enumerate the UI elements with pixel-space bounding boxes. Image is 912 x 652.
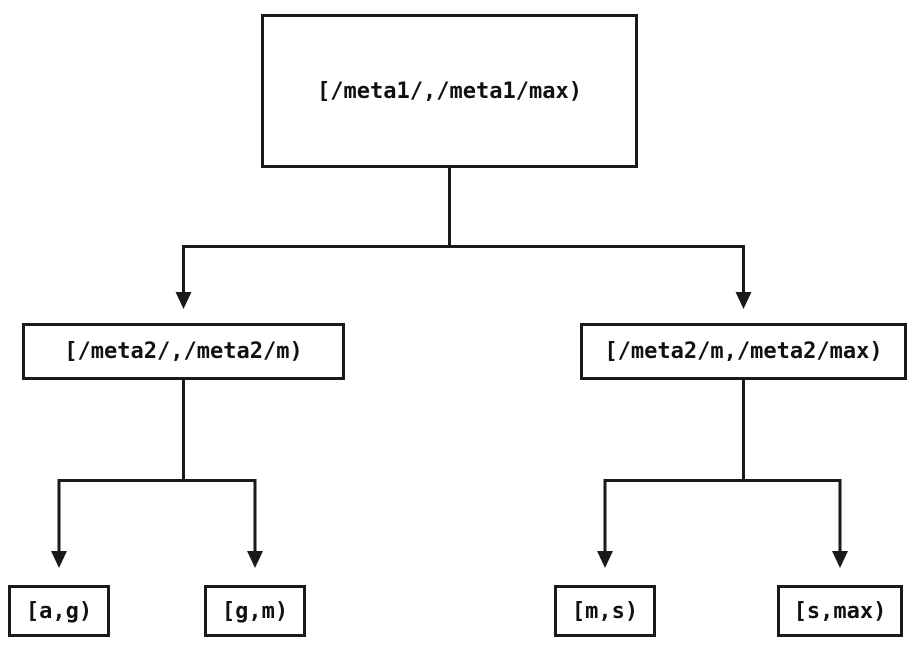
leaf-node-s-max-label: [s,max) [793, 598, 887, 624]
arrowhead-leaf-gm [247, 551, 263, 568]
arrowhead-right-internal [735, 292, 752, 309]
root-node-label: [/meta1/,/meta1/max) [317, 78, 582, 104]
arrowhead-left-internal [175, 292, 192, 309]
leaf-node-g-m: [g,m) [204, 585, 306, 637]
arrowhead-leaf-smax [832, 551, 848, 568]
internal-node-right: [/meta2/m,/meta2/max) [580, 323, 907, 380]
arrowhead-leaf-ms [597, 551, 613, 568]
leaf-node-g-m-label: [g,m) [221, 598, 289, 624]
leaf-node-s-max: [s,max) [777, 585, 903, 637]
leaf-node-m-s-label: [m,s) [571, 598, 639, 624]
leaf-node-a-g-label: [a,g) [25, 598, 93, 624]
internal-node-left: [/meta2/,/meta2/m) [22, 323, 345, 380]
leaf-node-a-g: [a,g) [8, 585, 110, 637]
leaf-node-m-s: [m,s) [554, 585, 656, 637]
arrowhead-leaf-ag [51, 551, 67, 568]
internal-node-right-label: [/meta2/m,/meta2/max) [604, 339, 883, 364]
root-node: [/meta1/,/meta1/max) [261, 14, 638, 168]
internal-node-left-label: [/meta2/,/meta2/m) [64, 339, 303, 364]
